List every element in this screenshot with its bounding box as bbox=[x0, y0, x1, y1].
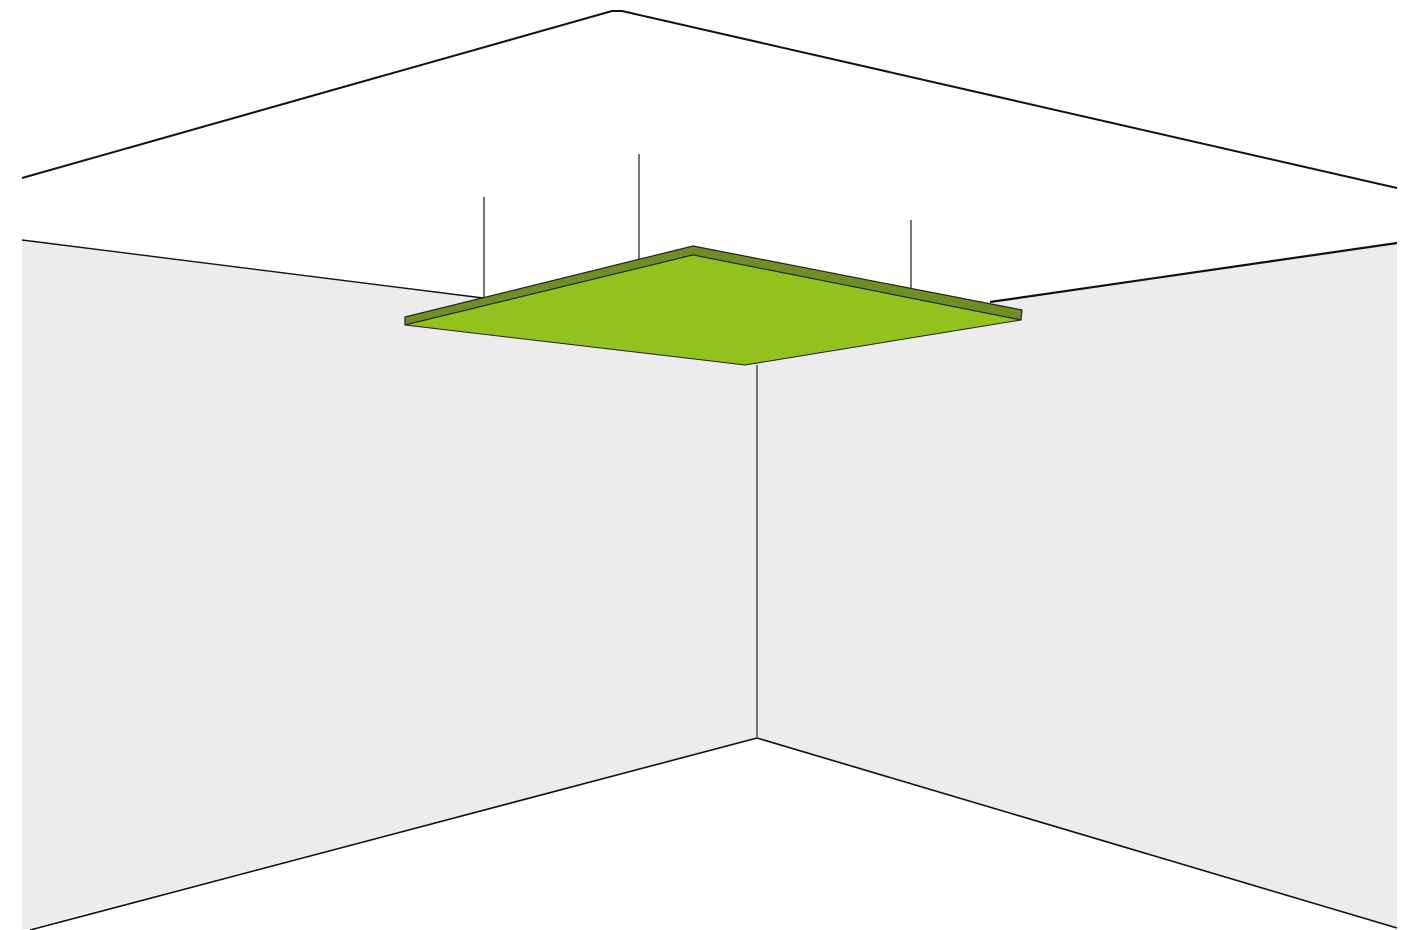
ceiling-right-edge bbox=[622, 11, 1397, 188]
ceiling-left-edge bbox=[22, 11, 622, 178]
